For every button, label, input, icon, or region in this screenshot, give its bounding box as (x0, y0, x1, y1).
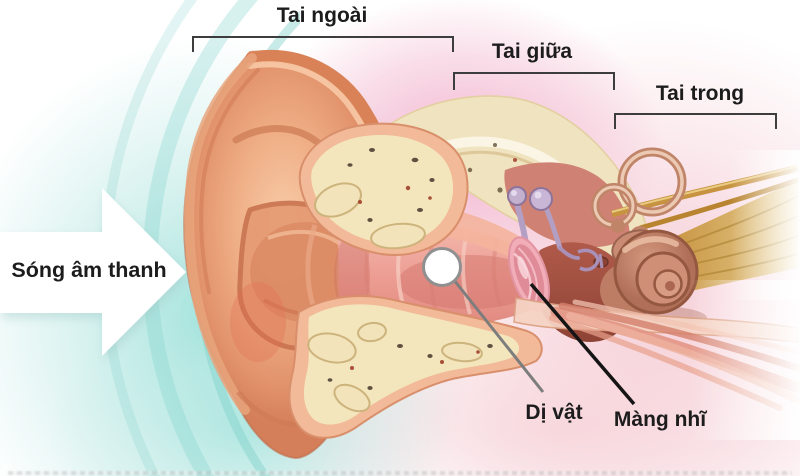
foreign-object-marker (422, 247, 462, 287)
sound-arrow (0, 188, 186, 356)
inner-ear-bracket (614, 113, 777, 129)
ossicles (507, 186, 604, 272)
leader-line-eardrum (529, 282, 636, 406)
outer-ear-label: Tai ngoài (276, 4, 368, 27)
auditory-nerve (611, 150, 800, 300)
eardrum-label: Màng nhĩ (613, 408, 707, 431)
leader-line-foreign-object (448, 274, 545, 393)
middle-ear-label: Tai giữa (491, 40, 573, 63)
outer-ear-bracket (192, 36, 454, 52)
blurred-watermark-line (8, 471, 792, 475)
inner-ear-label: Tai trong (655, 82, 745, 105)
neck-muscles (513, 280, 800, 440)
middle-ear-bracket (453, 72, 615, 90)
upper-cartilage (298, 122, 469, 256)
foreign-object-label: Dị vật (525, 401, 583, 424)
sound-wave-label: Sóng âm thanh (11, 258, 167, 282)
lower-cartilage (288, 295, 543, 439)
